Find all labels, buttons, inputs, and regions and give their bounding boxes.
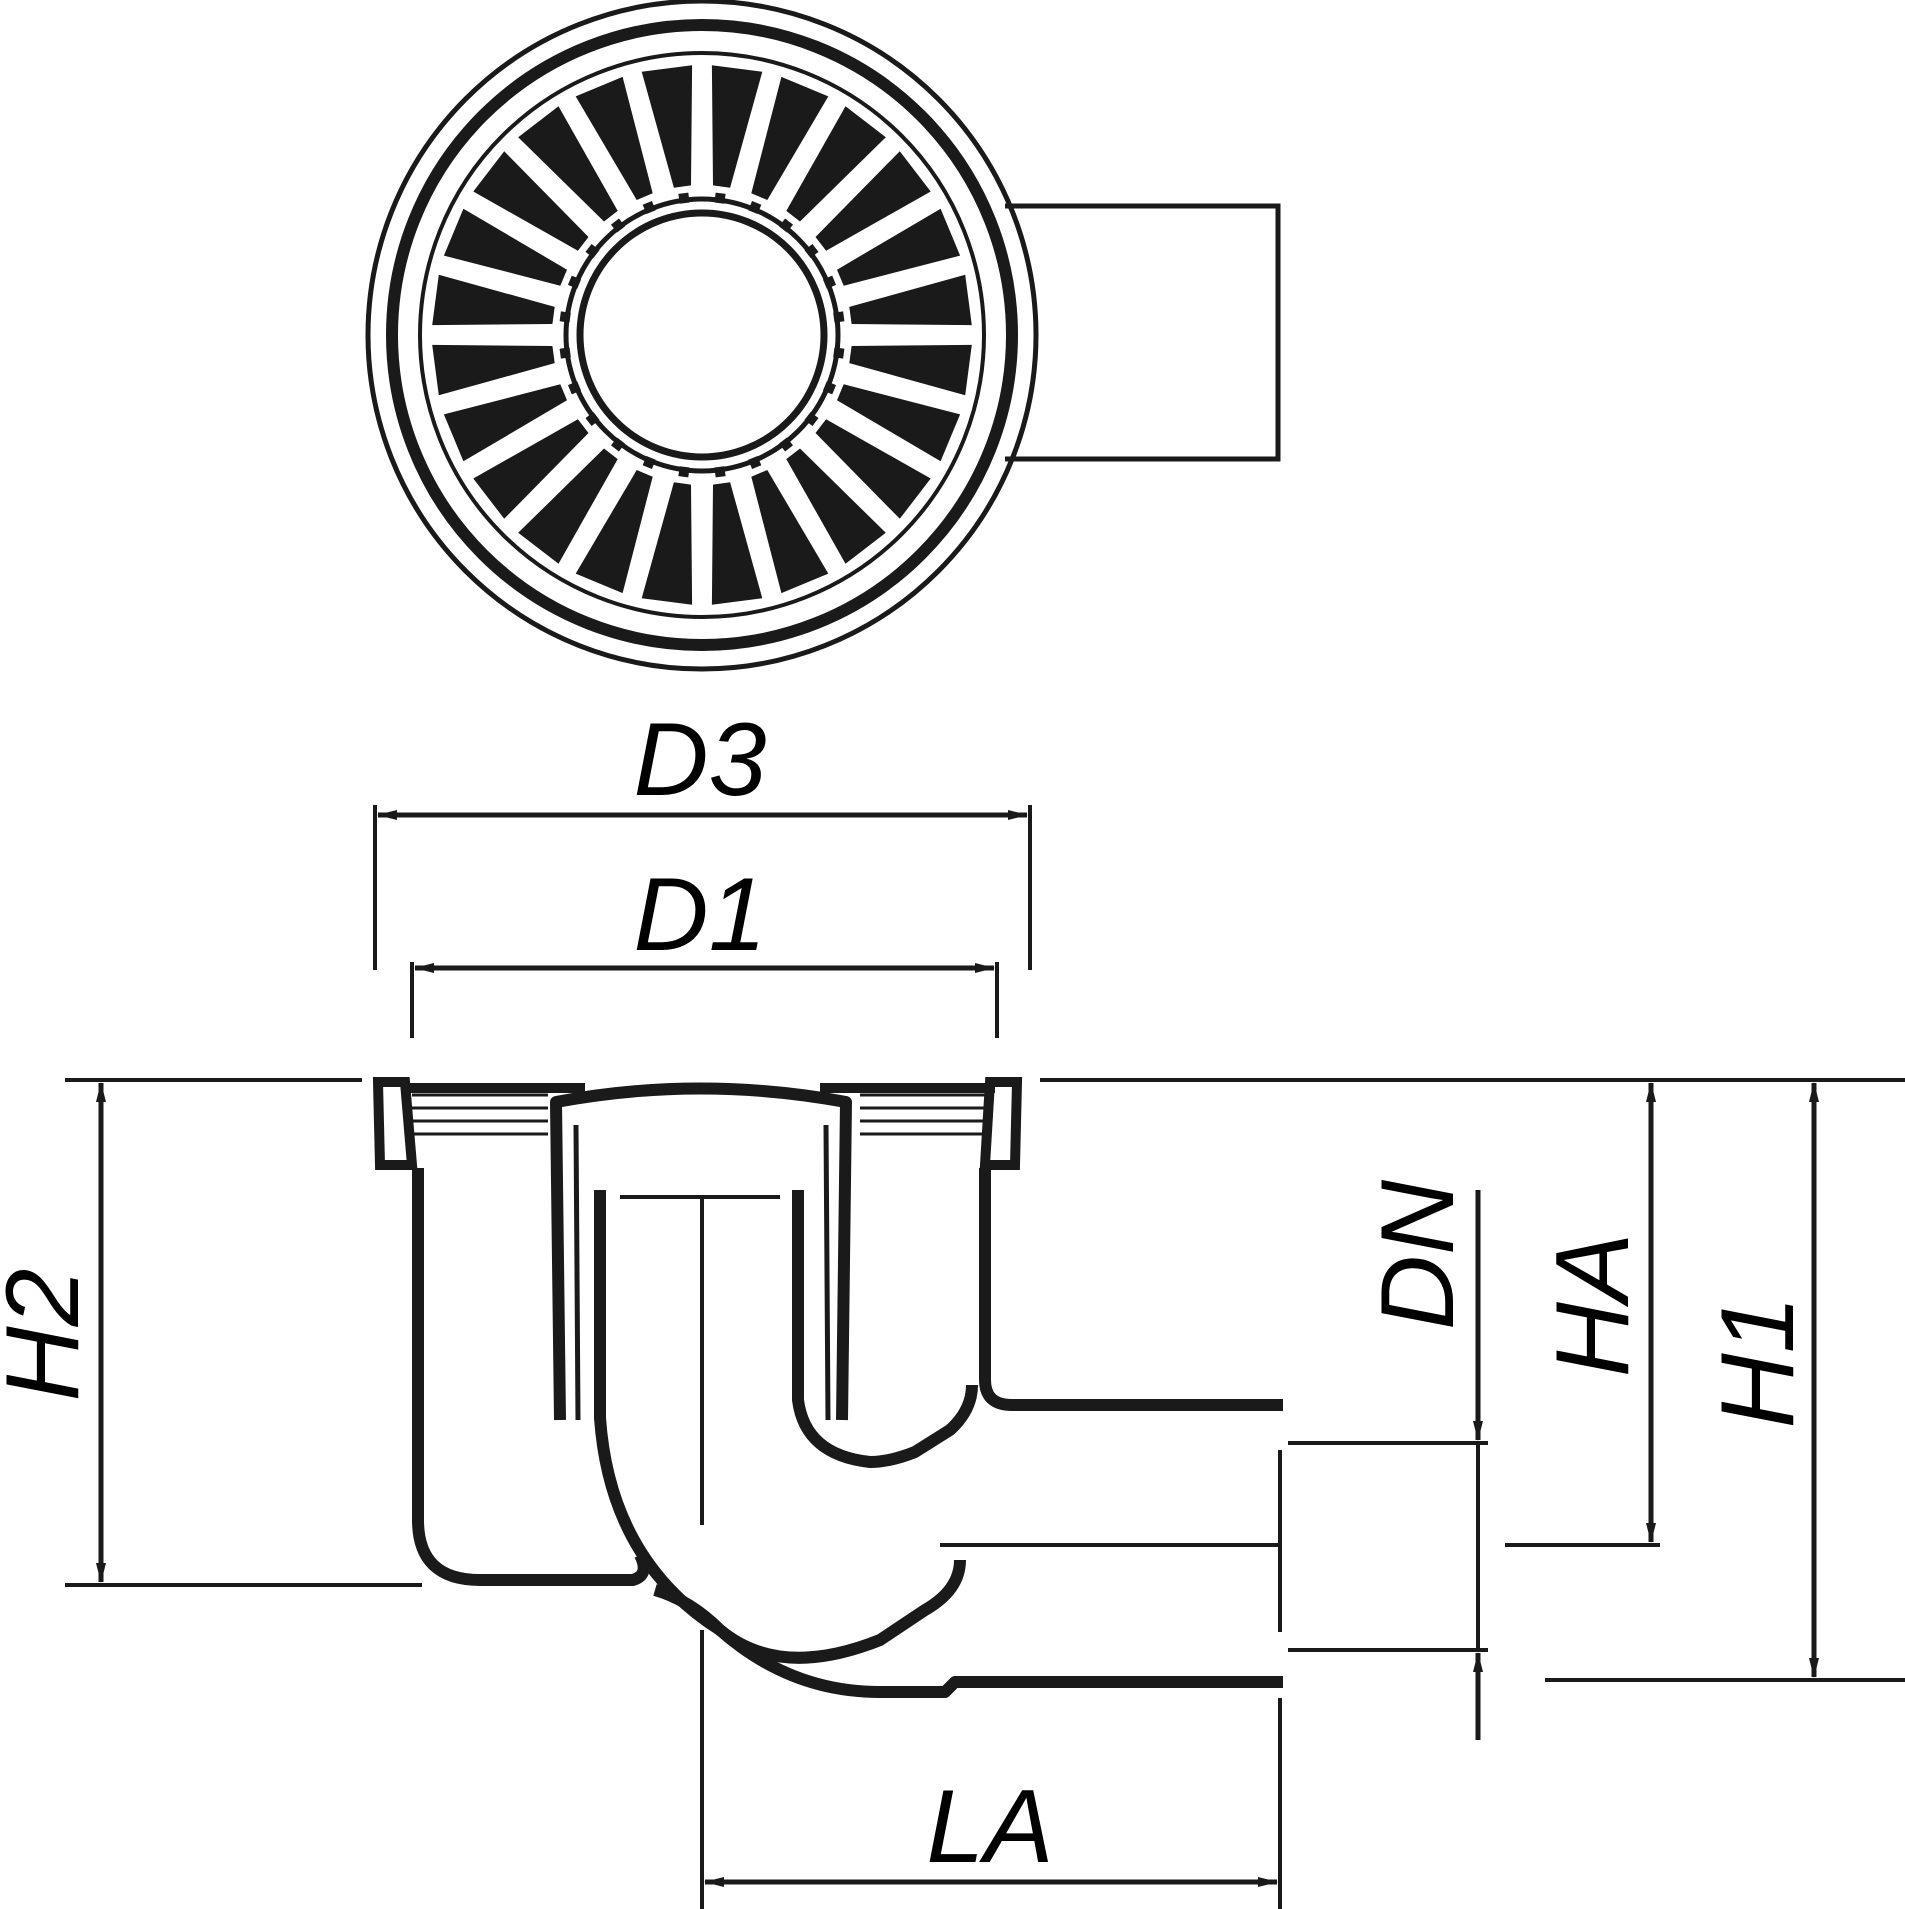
- top-view: [365, 0, 1281, 672]
- grate-rib: [711, 65, 763, 188]
- grate-rib: [575, 470, 653, 594]
- body-outer-wall: [412, 1168, 1283, 1586]
- label-d3: D3: [634, 702, 767, 818]
- outer-rim-ring: [365, 0, 1039, 672]
- dimension-h2: H2: [0, 1082, 422, 1587]
- grate-rib: [443, 208, 567, 286]
- grate-rib: [432, 274, 555, 326]
- grate-rib: [849, 344, 972, 396]
- grate-rib: [815, 419, 931, 519]
- flange-right: [820, 1077, 1023, 1170]
- grate-rib: [641, 65, 693, 188]
- dimension-la: LA: [704, 1769, 1278, 1887]
- label-d1: D1: [634, 857, 767, 973]
- grate-rib: [432, 344, 555, 396]
- dimension-dn: DN: [1288, 1179, 1488, 1740]
- grate-rib: [751, 470, 829, 594]
- grate-rib: [711, 482, 763, 605]
- grate-rib: [641, 482, 693, 605]
- thread-right: [860, 1093, 985, 1136]
- dimension-h1: H1: [1545, 1082, 1905, 1682]
- label-h1: H1: [1700, 1296, 1816, 1429]
- flange-left: [372, 1077, 585, 1170]
- center-opening: [576, 209, 828, 461]
- center-outer-ring: [563, 196, 841, 474]
- grate-rib: [575, 76, 653, 200]
- grate-rib: [786, 106, 886, 222]
- label-la: LA: [926, 1769, 1053, 1885]
- label-ha: HA: [1535, 1233, 1651, 1377]
- dimension-ha: HA: [1505, 1082, 1660, 1547]
- thread-left: [412, 1093, 548, 1136]
- grate-rib: [473, 151, 589, 251]
- bell-inner: [573, 1124, 831, 1421]
- grate-rib: [443, 384, 567, 462]
- dimension-d1: D1: [410, 857, 999, 1038]
- grate-rib: [751, 76, 829, 200]
- grate-rib: [518, 106, 618, 222]
- label-h2: H2: [0, 1269, 101, 1402]
- grate-rib: [815, 151, 931, 251]
- outlet-elbow: [653, 1584, 1283, 1698]
- grate-rib: [849, 274, 972, 326]
- dimension-d3: D3: [373, 702, 1032, 970]
- grate-rib: [837, 384, 961, 462]
- inner-rim-ring: [386, 19, 1018, 651]
- grate-rib: [786, 448, 886, 564]
- outlet-stub-top-view: [1005, 203, 1281, 462]
- grate-edge-ring: [418, 51, 986, 619]
- grate-rib: [837, 208, 961, 286]
- grate-rib: [518, 448, 618, 564]
- trap-bell: [550, 1082, 852, 1421]
- grate-rib: [473, 419, 589, 519]
- section-view: [65, 1077, 1905, 1909]
- grate-ribs: [432, 65, 972, 605]
- label-dn: DN: [1360, 1179, 1476, 1330]
